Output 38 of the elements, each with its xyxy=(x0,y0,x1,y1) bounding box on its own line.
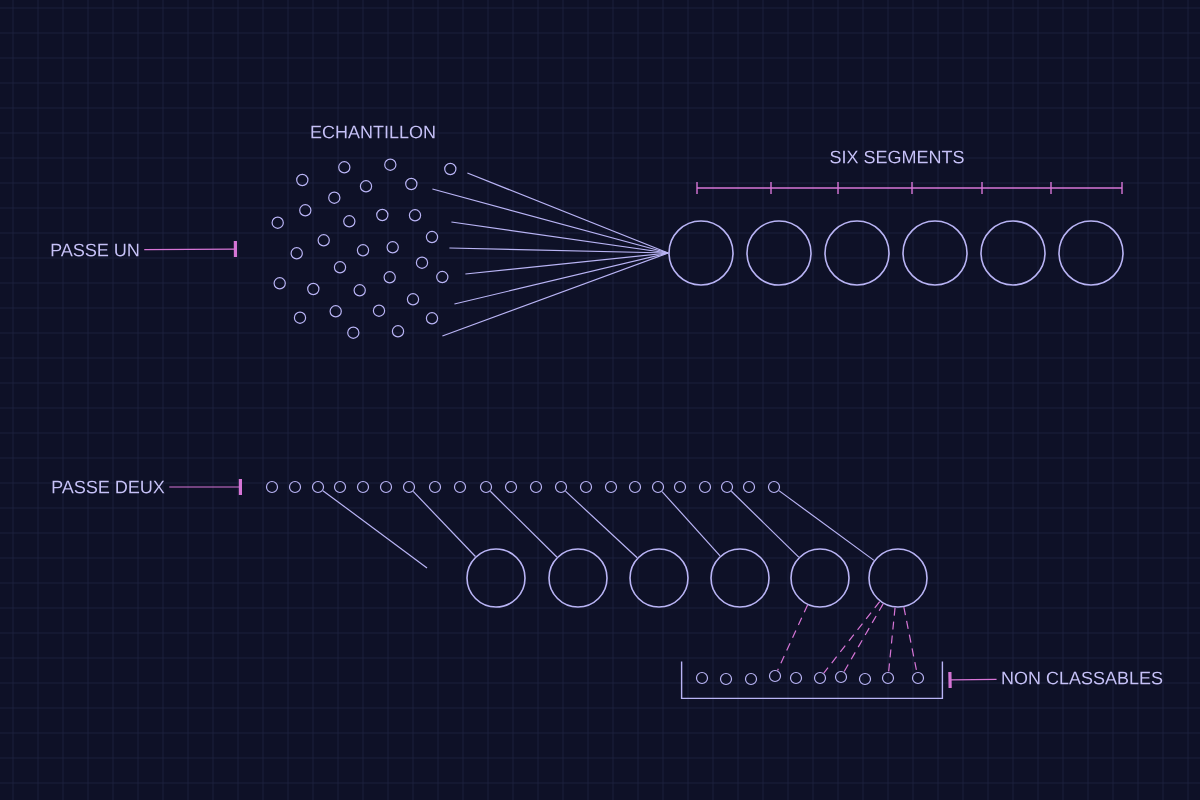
circle xyxy=(790,548,850,608)
line xyxy=(466,172,669,254)
circle xyxy=(902,220,968,286)
line xyxy=(489,490,558,558)
line xyxy=(843,603,884,673)
heading-label: SIX SEGMENTS xyxy=(830,150,964,164)
line xyxy=(888,607,896,673)
circle xyxy=(629,548,689,608)
heading-label: ECHANTILLON xyxy=(311,125,435,139)
line xyxy=(730,490,800,558)
line xyxy=(441,252,669,337)
line xyxy=(453,252,669,305)
tray xyxy=(680,660,944,700)
circle xyxy=(710,548,770,608)
circle xyxy=(824,220,890,286)
line xyxy=(322,490,428,569)
circle xyxy=(1058,220,1124,286)
sample-dots-drawing xyxy=(271,158,457,339)
line xyxy=(776,604,809,672)
line xyxy=(823,600,881,674)
line xyxy=(778,490,875,561)
node-label: PASSE DEUX xyxy=(52,480,165,494)
line xyxy=(903,606,918,673)
circle xyxy=(746,220,812,286)
line xyxy=(412,490,477,558)
line xyxy=(661,490,721,557)
circle xyxy=(980,220,1046,286)
circle xyxy=(868,548,928,608)
node-label: PASSE UN xyxy=(51,243,139,257)
line xyxy=(448,247,669,254)
node-label: NON CLASSABLES xyxy=(1002,671,1163,685)
circle xyxy=(548,548,608,608)
leader-line xyxy=(143,241,238,258)
line xyxy=(564,490,638,559)
circle xyxy=(466,548,526,608)
circle xyxy=(668,220,734,286)
leader-line xyxy=(168,479,242,495)
leader-line xyxy=(948,671,998,688)
